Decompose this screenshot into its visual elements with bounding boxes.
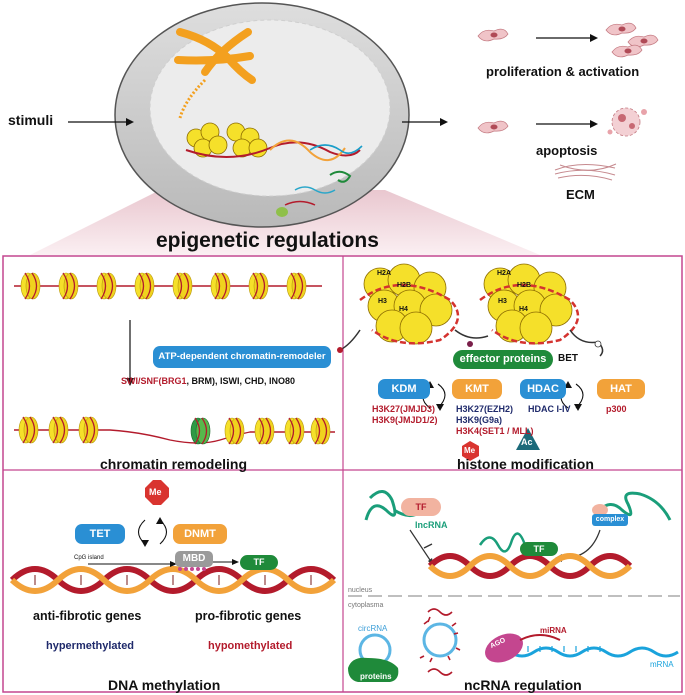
circrna-label: circRNA bbox=[358, 624, 388, 633]
methyl-marks bbox=[178, 567, 206, 571]
lncrna-label: lncRNA bbox=[415, 520, 448, 530]
me-hexagon-histone bbox=[462, 441, 479, 461]
kmt-target-3: H3K4(SET1 / MLL) bbox=[456, 426, 534, 436]
outcome-apoptosis: apoptosis bbox=[536, 143, 598, 158]
fibroblast-icon bbox=[477, 28, 509, 42]
remodeling-caption: chromatin remodeling bbox=[100, 456, 248, 472]
kdm-target-1: H3K27(JMJD3) bbox=[372, 404, 436, 414]
cell-chromatin bbox=[185, 122, 363, 217]
hypermethylated-label: hypermethylated bbox=[46, 640, 135, 652]
cpg-label: CpG island bbox=[74, 555, 104, 561]
nucleus bbox=[149, 19, 391, 197]
tet-pill: TET bbox=[75, 524, 125, 544]
page-title: epigenetic regulations bbox=[156, 229, 379, 252]
complex-strand bbox=[592, 491, 672, 521]
kmt-pill: KMT bbox=[452, 379, 502, 399]
hdac-targets: HDAC I-IV bbox=[528, 404, 571, 414]
nucleosome-pair bbox=[337, 263, 604, 357]
hdac-pill: HDAC bbox=[520, 379, 566, 399]
ago-protein bbox=[485, 633, 523, 663]
kdm-pill: KDM bbox=[378, 379, 430, 399]
ncrna-dna-helix bbox=[427, 532, 633, 579]
apoptotic-cell-icon bbox=[607, 107, 647, 137]
histone-h2a: H2A bbox=[377, 270, 392, 277]
ac-label: Ac bbox=[521, 437, 533, 447]
mirna-strand bbox=[519, 634, 561, 641]
kmt-target-2: H3K9(G9a) bbox=[456, 415, 503, 425]
complexes-rest: , BRM), ISWI, CHD, INO80 bbox=[186, 376, 296, 386]
histone-h4: H4 bbox=[399, 306, 408, 313]
hypomethylated-label: hypomethylated bbox=[208, 640, 293, 652]
mirna-label: miRNA bbox=[540, 626, 567, 635]
complexes-prefix: SWI/SNF( bbox=[121, 376, 162, 386]
dnmt-pill: DNMT bbox=[173, 524, 227, 544]
hat-targets: p300 bbox=[606, 404, 627, 414]
fibroblast-icon-2 bbox=[477, 120, 509, 134]
outcome-ecm: ECM bbox=[566, 187, 595, 202]
proteins-blob bbox=[348, 657, 399, 682]
ncrna-caption: ncRNA regulation bbox=[464, 677, 582, 693]
condensed-chromatin bbox=[14, 272, 322, 300]
effector-pill: effector proteins bbox=[453, 350, 553, 369]
chromosome-icon bbox=[174, 28, 256, 119]
nucleus-label: nucleus bbox=[348, 587, 373, 594]
me-label-dna: Me bbox=[149, 487, 162, 497]
stimuli-label: stimuli bbox=[8, 112, 54, 128]
ecm-fibers-icon bbox=[554, 163, 617, 181]
inhibition-arrow bbox=[409, 529, 431, 561]
tf-pill-mid: TF bbox=[520, 542, 558, 556]
kdm-target-2: H3K9(JMJD1/2) bbox=[372, 415, 438, 425]
dna-helix-methylation bbox=[9, 566, 337, 594]
histone-h2b-2: H2B bbox=[517, 282, 532, 289]
histone-h4-2: H4 bbox=[519, 306, 528, 313]
dna-caption: DNA methylation bbox=[108, 677, 221, 693]
histone-h3: H3 bbox=[378, 298, 387, 305]
complexes-brg1: BRG1 bbox=[161, 376, 187, 386]
proliferating-cells-icon bbox=[605, 22, 659, 58]
histone-h2a-2: H2A bbox=[497, 270, 512, 277]
remodeler-pill: ATP-dependent chromatin-remodeler bbox=[153, 346, 331, 368]
mrna-label: mRNA bbox=[650, 660, 674, 669]
ac-triangle bbox=[516, 428, 540, 450]
cytoplasma-label: cytoplasma bbox=[348, 602, 384, 609]
outcome-proliferation: proliferation & activation bbox=[486, 64, 640, 79]
anti-fibrotic-label: anti-fibrotic genes bbox=[33, 609, 142, 623]
me-label-histone: Me bbox=[464, 446, 476, 455]
complex-pill: complex bbox=[592, 514, 628, 526]
circrna-sponge bbox=[422, 622, 458, 658]
hat-pill: HAT bbox=[597, 379, 645, 399]
kmt-target-1: H3K27(EZH2) bbox=[456, 404, 514, 414]
remodeler-complexes: SWI/SNF(BRG1, BRM), ISWI, CHD, INO80 bbox=[121, 376, 295, 386]
histone-caption: histone modification bbox=[457, 456, 594, 472]
pro-fibrotic-label: pro-fibrotic genes bbox=[195, 609, 302, 623]
proteins-label: proteins bbox=[360, 672, 392, 681]
bet-label: BET bbox=[558, 353, 578, 364]
tf-pill-dna: TF bbox=[240, 555, 278, 570]
me-octagon bbox=[145, 480, 169, 505]
histone-h2b: H2B bbox=[397, 282, 412, 289]
histone-h3-2: H3 bbox=[498, 298, 507, 305]
tf-pill-left: TF bbox=[401, 498, 441, 516]
remodeled-chromatin bbox=[14, 416, 335, 445]
mbd-pill: MBD bbox=[175, 551, 213, 567]
